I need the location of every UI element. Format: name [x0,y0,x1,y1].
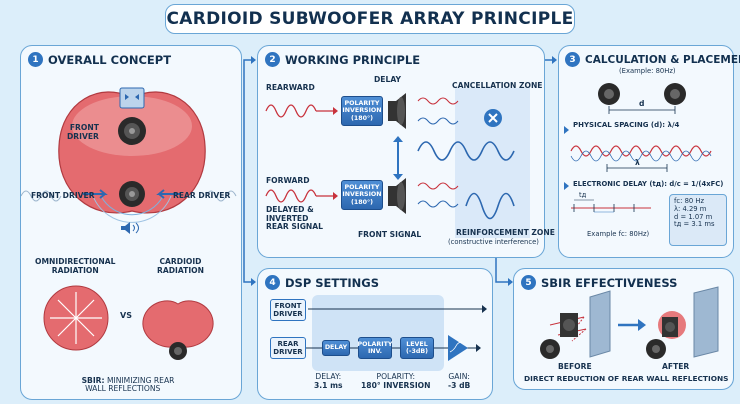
before-label: BEFORE [558,362,592,371]
polarity-setting-label: POLARITY: [376,372,416,381]
wall-before-icon [589,290,611,358]
example-bottom-label: Example fc: 80Hz) [587,230,650,238]
overall-concept-diagram [21,87,237,360]
panel-title-text: WORKING PRINCIPLE [285,52,421,67]
gain-setting-label: GAIN: [448,372,470,381]
forward-wave [265,189,317,203]
panel-title: 3 CALCULATION & PLACEMENT [565,52,740,67]
working-principle-diagram [265,88,530,238]
panel-title-text: SBIR EFFECTIVENESS [541,275,678,290]
polarity-setting-value: 180° INVERSION [361,380,431,390]
panel-overall-concept: 1 OVERALL CONCEPT [20,45,242,400]
cabinet-icon [119,87,145,109]
panel-title: 1 OVERALL CONCEPT [28,52,171,67]
panel-working-principle: 2 WORKING PRINCIPLE REARWARD FORWARD DEL… [257,45,555,258]
d-label: d [639,99,645,108]
sbir-caption: DIRECT REDUCTION OF REAR WALL REFLECTION… [524,374,729,383]
delay-setting-value: 3.1 ms [314,380,343,390]
lambda-wave [570,145,712,157]
delay-setting-label: DELAY: [315,372,342,381]
forward-label: FORWARD [266,176,310,185]
polarity-inversion-box-bottom: POLARITY INVERSION (180°) [341,180,383,210]
omni-label: OMNIDIRECTIONAL RADIATION [35,257,116,275]
panel-dsp-settings: 4 DSP SETTINGS FRONT DRIVER REAR DRIVER … [257,268,493,400]
page-title: CARDIOID SUBWOOFER ARRAY PRINCIPLE [165,4,575,34]
panel-title-text: OVERALL CONCEPT [48,52,172,67]
combined-wave [417,141,515,161]
cardioid-small-pattern [142,300,214,348]
delayed-inverted-label: DELAYED & INVERTED REAR SIGNAL [266,205,324,232]
electronic-delay-label: ELECTRONIC DELAY (tд): d/c = 1/(4xFC) [573,180,724,188]
panel-sbir-effectiveness: 5 SBIR EFFECTIVENESS BEFORE AFTER DIRECT… [513,268,734,390]
front-driver-top-label: FRONT DRIVER [67,123,99,141]
example-top-label: (Example: 80Hz) [619,67,676,75]
value-d: d = 1.07 m [674,212,713,221]
sbir-bold: SBIR: [81,375,105,385]
values-box: fc: 80 Hz λ: 4.29 m d = 1.07 m tд = 3.1 … [669,194,727,246]
reinforcement-wave [465,192,515,220]
step-number: 3 [565,52,580,67]
reinforcement-zone-label: REINFORCEMENT ZONE [456,228,555,237]
value-fc: fc: 80 Hz [674,197,705,205]
calculation-diagram [564,83,712,213]
td-label: tд [579,191,587,199]
polarity-setting: POLARITY: 180° INVERSION [361,372,431,390]
sound-wave-left [21,190,62,202]
gain-setting-value: -3 dB [448,380,471,390]
value-td: tд = 3.1 ms [674,220,715,229]
cancellation-zone-label: CANCELLATION ZONE [452,81,543,90]
volume-icon [121,222,130,234]
constructive-label: (constructive interference) [448,238,539,246]
level-box: LEVEL (-3dB) [400,337,434,359]
arrow-left-icon [156,189,181,199]
step-number: 4 [265,275,280,290]
after-label: AFTER [662,362,690,371]
delay-box: DELAY [322,340,350,356]
rear-driver-box: REAR DRIVER [270,337,306,359]
rearward-label: REARWARD [266,83,315,92]
delay-label: DELAY [374,75,401,84]
value-lambda: λ: 4.29 m [674,204,707,213]
polarity-inversion-box-top: POLARITY INVERSION (180°) [341,96,383,126]
front-signal-label: FRONT SIGNAL [358,230,422,239]
sound-wave-right [205,190,237,202]
rearward-wave [265,104,317,118]
cardioid-label: CARDIOID RADIATION [157,257,204,275]
sbir-diagram [540,286,719,359]
vs-label: VS [120,311,132,320]
polarity-inv-box: POLARITY INV. [358,337,392,359]
step-number: 2 [265,52,280,67]
front-driver-box: FRONT DRIVER [270,299,306,321]
step-number: 1 [28,52,43,67]
panel-title: 5 SBIR EFFECTIVENESS [521,275,677,290]
front-driver-label: FRONT DRIVER [31,191,95,200]
panel-title: 2 WORKING PRINCIPLE [265,52,420,67]
rear-driver-label: REAR DRIVER [173,191,231,200]
sbir-caption: SBIR: MINIMIZING REAR WALL REFLECTIONS [71,368,175,403]
panel-calculation: 3 CALCULATION & PLACEMENT (Example: 80Hz… [558,45,740,258]
physical-spacing-label: PHYSICAL SPACING (d): λ/4 [573,121,680,129]
sbir-text: MINIMIZING REAR WALL REFLECTIONS [85,375,175,394]
wall-after-icon [693,286,719,358]
arrow-right-icon [83,189,108,199]
gain-triangle-icon [448,335,468,361]
step-number: 5 [521,275,536,290]
panel-title: 4 DSP SETTINGS [265,275,379,290]
delay-setting: DELAY: 3.1 ms [314,372,343,390]
panel-title-text: DSP SETTINGS [285,275,379,290]
gain-setting: GAIN: -3 dB [448,372,471,390]
panel-title-text: CALCULATION & PLACEMENT [585,53,740,66]
lambda-label: λ [635,158,640,167]
